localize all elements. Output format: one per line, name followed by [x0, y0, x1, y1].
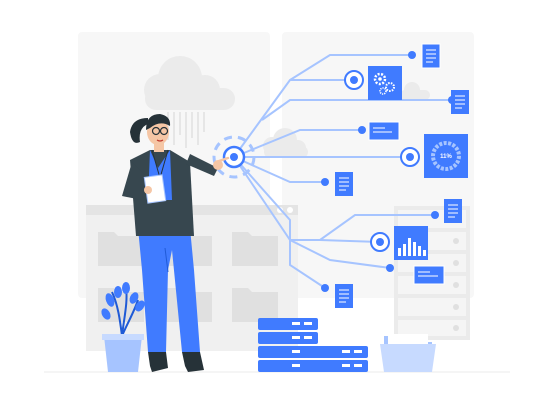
plant-icon [101, 282, 145, 372]
document-icon [444, 199, 462, 223]
target-node [344, 70, 364, 90]
disk-stack-icon [258, 318, 368, 372]
person-figure [122, 114, 230, 372]
gear-icon [368, 66, 402, 100]
message-card-icon [413, 265, 445, 285]
document-icon [335, 172, 353, 196]
cloud-icon [144, 56, 235, 110]
hub-node [212, 135, 256, 179]
folder-icon [380, 334, 436, 372]
bar-chart-icon [394, 226, 428, 260]
network-nodes [321, 51, 456, 292]
message-card-icon [368, 121, 400, 141]
cloud-icon-small-right [400, 82, 430, 100]
document-icon [421, 43, 441, 69]
target-node [370, 232, 390, 252]
document-icon [335, 284, 353, 308]
gauge-label: 11% [440, 154, 452, 160]
network-lines [233, 54, 452, 289]
cloud-rain-lines [167, 112, 205, 148]
document-icon [451, 90, 469, 114]
gauge-icon: 11% [424, 134, 468, 178]
target-node [400, 147, 420, 167]
cloud-icon-small [263, 128, 308, 158]
